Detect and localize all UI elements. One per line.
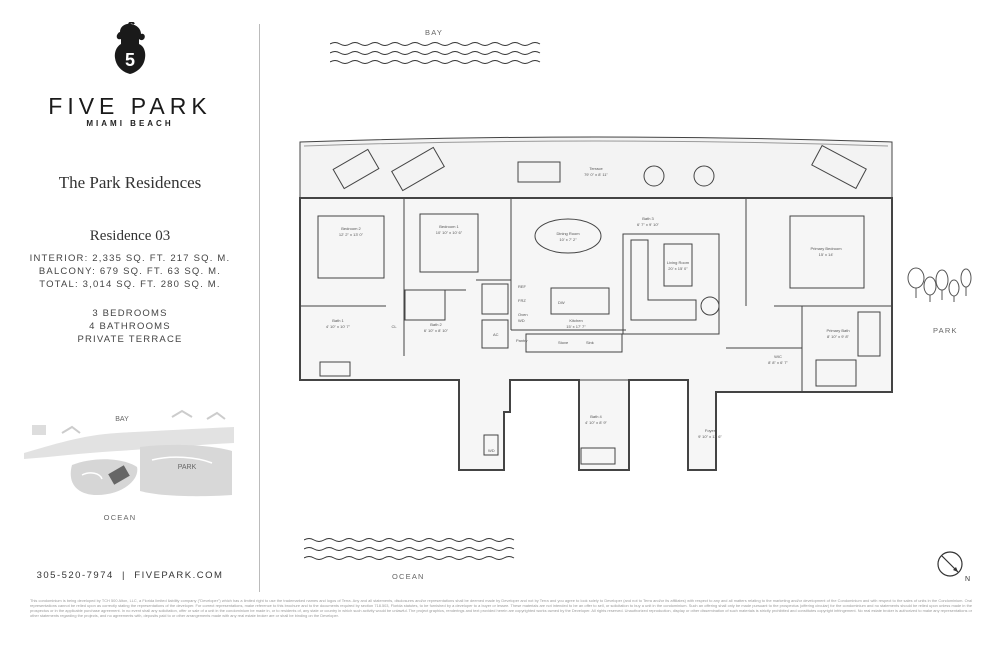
kitchen-dim: 15' x 17' 7"	[566, 324, 586, 329]
terrace-dim: 79' 0" x 8' 11"	[584, 172, 608, 177]
bath1-dim: 4' 10" x 10' 7"	[326, 324, 351, 329]
wic-dim: 8' 8" x 6' 7"	[768, 360, 788, 365]
bath3-dim: 6' 7" x 9' 10"	[637, 222, 660, 227]
wd2-label: WD	[488, 448, 495, 453]
bath2-dim: 6' 10" x 8' 10"	[424, 328, 449, 333]
elephant-logo-icon: 5	[114, 22, 146, 74]
keymap-ocean-label: OCEAN	[103, 513, 137, 522]
park-label: PARK	[933, 326, 958, 335]
brand-name: FIVE PARK	[48, 93, 212, 119]
bedroom1-dim: 10' 10" x 10' 6"	[436, 230, 463, 235]
bath1-label: Bath 1	[332, 318, 344, 323]
floor-plan: Terrace 79' 0" x 8' 11" Bedroom 2 12' 2"…	[299, 136, 893, 471]
info-panel: 5 FIVE PARK MIAMI BEACH The Park Residen…	[0, 0, 260, 600]
terrace-feature: PRIVATE TERRACE	[77, 334, 183, 345]
closet-label: CL	[391, 324, 397, 329]
kitchen-label: Kitchen	[569, 318, 582, 323]
wic-label: WIC	[774, 354, 782, 359]
oven-label: Oven	[518, 312, 528, 317]
logo-letter: 5	[125, 50, 135, 70]
primary-bath-dim: 8' 10" x 9' 8"	[827, 334, 850, 339]
dining-dim: 10' x 7' 2"	[559, 237, 577, 242]
interior-area: INTERIOR: 2,335 SQ. FT. 217 SQ. M.	[29, 253, 231, 264]
bath2-label: Bath 2	[430, 322, 442, 327]
bath4-label: Bath 4	[590, 414, 602, 419]
north-compass-icon: N	[937, 551, 970, 583]
washer-dryer-label: WD	[518, 318, 525, 323]
bedrooms-count: 3 BEDROOMS	[92, 308, 168, 319]
brand-location: MIAMI BEACH	[86, 119, 174, 128]
bay-label: BAY	[425, 28, 444, 37]
website-link[interactable]: FIVEPARK.COM	[134, 570, 224, 581]
freezer-label: FRZ	[518, 298, 526, 303]
living-dim: 20' x 15' 0"	[668, 266, 688, 271]
keymap-park-label: PARK	[178, 464, 197, 471]
foyer-label: Foyer	[705, 428, 716, 433]
total-area: TOTAL: 3,014 SQ. FT. 280 SQ. M.	[39, 279, 221, 290]
ocean-label: OCEAN	[392, 572, 425, 581]
key-map: BAY PARK	[24, 409, 234, 497]
pantry-label: Pantry	[516, 338, 528, 343]
residence-title: Residence 03	[89, 228, 171, 244]
bay-waves-icon	[330, 42, 541, 64]
north-label: N	[965, 576, 970, 583]
bath3-label: Bath 3	[642, 216, 654, 221]
primary-bedroom-dim: 15' x 14'	[819, 252, 834, 257]
phone-number[interactable]: 305-520-7974	[36, 570, 114, 581]
contact-separator: |	[122, 570, 127, 581]
bathrooms-count: 4 BATHROOMS	[89, 321, 171, 332]
ocean-waves-icon	[304, 538, 515, 560]
fridge-label: REF	[518, 284, 527, 289]
ac-label: AC	[493, 332, 499, 337]
park-trees-icon	[907, 267, 972, 302]
legal-disclaimer: This condominium is being developed by T…	[30, 598, 972, 618]
dishwasher-label: DW	[558, 300, 565, 305]
bedroom2-label: Bedroom 2	[341, 226, 361, 231]
sink-label: Sink	[586, 340, 594, 345]
panel-divider	[259, 24, 260, 592]
dining-label: Dining Room	[556, 231, 580, 236]
bedroom2-dim: 12' 2" x 13' 0"	[339, 232, 364, 237]
stove-label: Stove	[558, 340, 569, 345]
contact-info: 305-520-7974 | FIVEPARK.COM	[0, 570, 260, 581]
balcony-area: BALCONY: 679 SQ. FT. 63 SQ. M.	[38, 266, 222, 277]
terrace-label: Terrace	[589, 166, 603, 171]
living-label: Living Room	[667, 260, 690, 265]
bedroom1-label: Bedroom 1	[439, 224, 459, 229]
keymap-bay-label: BAY	[115, 416, 129, 423]
primary-bedroom-label: Primary Bedroom	[810, 246, 842, 251]
primary-bath-label: Primary Bath	[826, 328, 849, 333]
foyer-dim: 9' 10" x 11' 6"	[698, 434, 722, 439]
bath4-dim: 4' 10" x 8' 9"	[585, 420, 608, 425]
collection-title: The Park Residences	[58, 173, 202, 192]
